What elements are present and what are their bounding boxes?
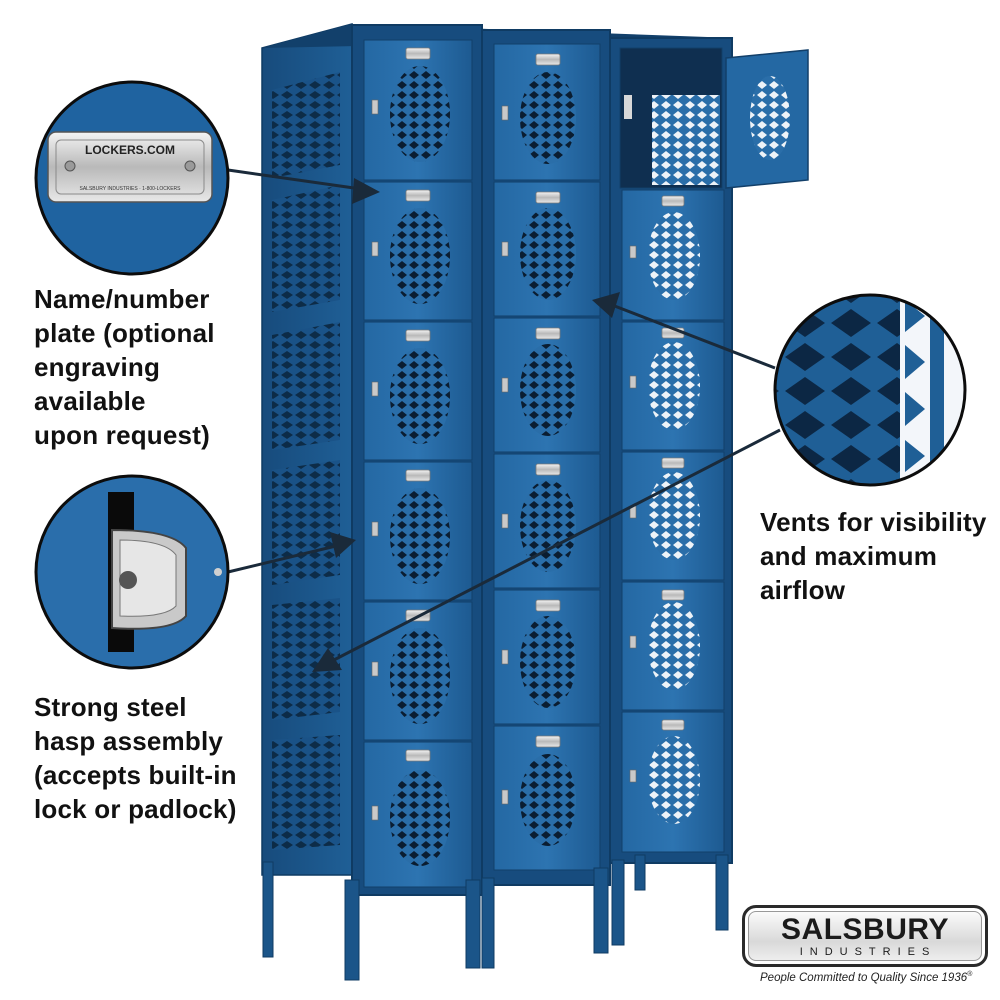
logo-name: SALSBURY xyxy=(781,913,949,946)
plate-inset: LOCKERS.COM SALSBURY INDUSTRIES · 1-800-… xyxy=(34,80,230,276)
callout-name-plate: Name/number plate (optional engraving av… xyxy=(34,284,215,450)
logo-tagline: People Committed to Quality Since 1936® xyxy=(760,971,995,984)
vents-inset xyxy=(773,293,967,487)
column-3-doors xyxy=(619,47,809,853)
locker-bank xyxy=(261,23,809,981)
logo-sub: INDUSTRIES xyxy=(799,946,937,958)
callout-hasp-assembly: Strong steel hasp assembly (accepts buil… xyxy=(34,692,237,824)
hasp-inset xyxy=(34,474,230,670)
column-2-doors xyxy=(493,43,601,871)
plate-fine-print: SALSBURY INDUSTRIES · 1-800-LOCKERS xyxy=(80,186,182,192)
salsbury-logo: SALSBURY INDUSTRIES xyxy=(742,905,988,967)
callout-vents: Vents for visibility and maximum airflow xyxy=(760,507,987,605)
plate-brand-text: LOCKERS.COM xyxy=(85,143,175,157)
tagline-text: People Committed to Quality Since 1936 xyxy=(760,971,968,984)
registered-mark: ® xyxy=(967,971,973,978)
column-1-doors xyxy=(363,39,473,888)
callout-arrows xyxy=(227,168,781,672)
